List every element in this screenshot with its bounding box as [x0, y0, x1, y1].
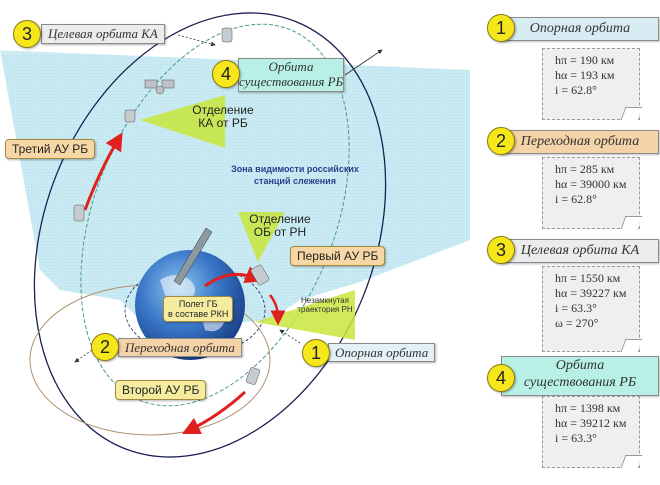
cone-sc-separation: [140, 95, 225, 148]
card-badge: 1: [487, 14, 515, 42]
page-curl-icon: [620, 339, 643, 352]
orbit-label-line: Орбита: [268, 59, 314, 74]
orbit-target: [33, 12, 387, 458]
param-apogee: hα = 39227 км: [555, 286, 627, 300]
event-line: Отделение: [192, 103, 254, 117]
page-curl-icon: [620, 107, 643, 120]
satellite-icon: [144, 79, 175, 95]
ob-separation-label: Отделение ОБ от РН: [245, 213, 315, 239]
orbit-badge-3: 3: [13, 20, 41, 48]
param-inclination: i = 62.8°: [555, 192, 597, 206]
card-badge: 3: [487, 236, 515, 264]
orbit-card-transfer: 2 Переходная орбита hπ = 285 км hα = 390…: [487, 127, 659, 237]
param-inclination: i = 63.3°: [555, 301, 597, 315]
orbit-label-line: существования РБ: [239, 74, 344, 89]
orbit-card-existence: 4 Орбита существования РБ hπ = 1398 км h…: [487, 356, 659, 476]
card-badge: 2: [487, 127, 515, 155]
first-burn-arrow: [204, 266, 264, 288]
card-params: hπ = 1398 км hα = 39212 км i = 63.3°: [542, 396, 643, 468]
rocket: [173, 227, 213, 286]
cone-ob-separation: [238, 212, 285, 262]
second-burn-arrow: [181, 390, 247, 435]
param-apogee: hα = 39000 км: [555, 177, 627, 191]
orbit-diagram-graphics: [0, 12, 485, 458]
third-burn-arrow: [83, 132, 123, 211]
page-curl-icon: [620, 455, 643, 468]
card-title-line: Орбита: [555, 358, 605, 373]
param-argument-of-perigee: ω = 270°: [555, 316, 599, 330]
callout-line: Полет ГБ: [178, 299, 218, 309]
event-line: траектория РН: [297, 305, 353, 314]
param-inclination: i = 63.3°: [555, 431, 597, 445]
event-line: Отделение: [249, 212, 311, 226]
cone-open-trajectory: [255, 290, 355, 340]
page-curl-icon: [620, 216, 643, 229]
param-perigee: hπ = 190 км: [555, 53, 615, 67]
card-params: hπ = 1550 км hα = 39227 км i = 63.3° ω =…: [542, 266, 643, 352]
third-burn-callout: Третий АУ РБ: [5, 139, 96, 159]
callout-line: в составе РКН: [168, 309, 229, 319]
sc-separation-label: Отделение КА от РБ: [183, 104, 263, 130]
second-burn-callout: Второй АУ РБ: [115, 380, 207, 400]
orbit-badge-1: 1: [302, 339, 330, 367]
param-apogee: hα = 193 км: [555, 68, 615, 82]
orbit-diagram: Зона видимости российских станций слежен…: [0, 12, 485, 458]
card-title: Целевая орбита КА: [501, 239, 659, 263]
orbit-badge-2: 2: [91, 333, 119, 361]
upper-stage-icons: [73, 27, 270, 385]
card-params: hπ = 285 км hα = 39000 км i = 62.8°: [542, 157, 643, 229]
first-burn-callout: Первый АУ РБ: [290, 246, 386, 266]
orbit-card-reference: 1 Опорная орбита hπ = 190 км hα = 193 км…: [487, 14, 659, 124]
card-title: Опорная орбита: [501, 17, 659, 41]
event-line: КА от РБ: [198, 116, 248, 130]
first-burn-arrow-down: [269, 294, 286, 326]
param-perigee: hπ = 285 км: [555, 162, 615, 176]
card-title: Орбита существования РБ: [501, 356, 659, 396]
orbit-label-target: Целевая орбита КА: [41, 24, 165, 44]
gb-flight-callout: Полет ГБ в составе РКН: [163, 296, 234, 322]
card-title-line: существования РБ: [523, 375, 637, 390]
visibility-zone-label: Зона видимости российских станций слежен…: [215, 163, 375, 187]
orbit-label-existence: Орбита существования РБ: [238, 58, 344, 92]
param-apogee: hα = 39212 км: [555, 416, 627, 430]
orbit-label-transfer: Переходная орбита: [118, 338, 242, 357]
orbit-badge-4: 4: [212, 60, 240, 88]
event-line: Незамкнутая: [301, 296, 349, 305]
param-perigee: hπ = 1398 км: [555, 401, 621, 415]
event-line: ОБ от РН: [253, 225, 307, 239]
param-inclination: i = 62.8°: [555, 83, 597, 97]
param-perigee: hπ = 1550 км: [555, 271, 621, 285]
orbit-label-reference: Опорная орбита: [328, 343, 436, 362]
zone-label-line: станций слежения: [254, 176, 336, 186]
zone-label-line: Зона видимости российских: [231, 164, 359, 174]
card-params: hπ = 190 км hα = 193 км i = 62.8°: [542, 48, 643, 120]
card-badge: 4: [487, 364, 515, 392]
open-trajectory-label: Незамкнутая траектория РН: [290, 296, 360, 314]
card-title: Переходная орбита: [501, 130, 659, 154]
orbit-card-target: 3 Целевая орбита КА hπ = 1550 км hα = 39…: [487, 236, 659, 354]
